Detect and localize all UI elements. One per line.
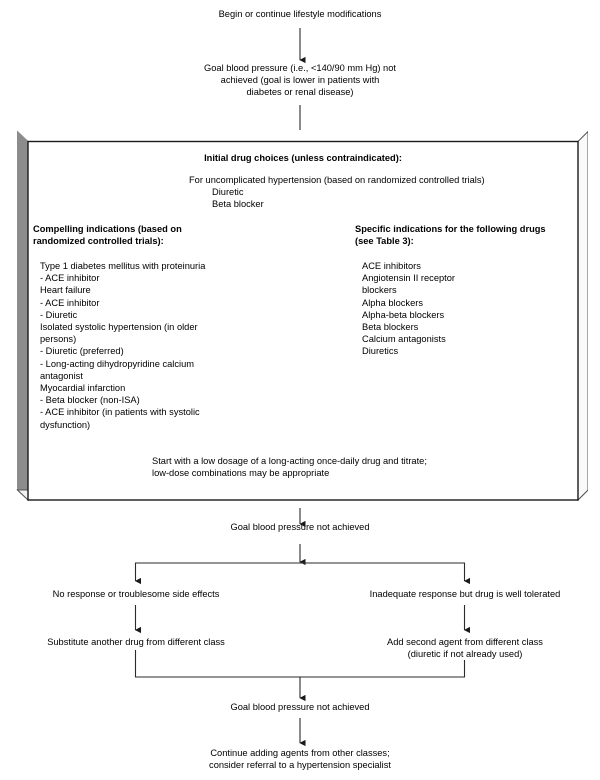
uncomplicated-hypertension-items: Diuretic Beta blocker <box>212 187 264 210</box>
step-substitute-drug: Substitute another drug from different c… <box>47 637 225 647</box>
uncomplicated-hypertension-intro: For uncomplicated hypertension (based on… <box>189 175 485 185</box>
specific-indications-heading: Specific indications for the following d… <box>355 224 546 247</box>
step-no-response: No response or troublesome side effects <box>52 589 220 599</box>
titration-instruction: Start with a low dosage of a long-acting… <box>152 456 427 479</box>
step-inadequate-response: Inadequate response but drug is well tol… <box>369 589 561 599</box>
step-start: Begin or continue lifestyle modification… <box>218 9 382 19</box>
initial-drug-choices-heading: Initial drug choices (unless contraindic… <box>204 153 402 163</box>
specific-indications-body: ACE inhibitors Angiotensin II receptor b… <box>362 261 456 357</box>
step-goal-not-achieved-3: Goal blood pressure not achieved <box>230 702 370 712</box>
compelling-indications-heading: Compelling indications (based on randomi… <box>33 224 182 247</box>
step-continue-adding-agents: Continue adding agents from other classe… <box>209 748 391 771</box>
initial-drug-choices-box: Initial drug choices (unless contraindic… <box>16 130 588 510</box>
step-add-second-agent: Add second agent from different class (d… <box>387 637 543 660</box>
step-goal-not-achieved-2: Goal blood pressure not achieved <box>230 522 370 532</box>
step-goal-not-achieved-1: Goal blood pressure (i.e., <140/90 mm Hg… <box>204 63 396 98</box>
box-3d-outline <box>16 130 588 502</box>
compelling-indications-body: Type 1 diabetes mellitus with proteinuri… <box>40 261 206 430</box>
